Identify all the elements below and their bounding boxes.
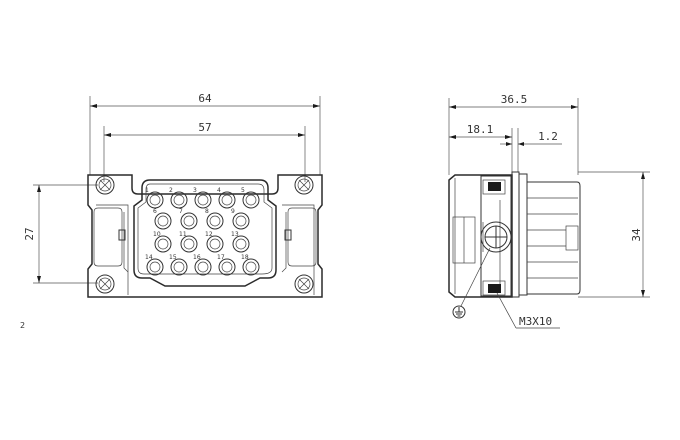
pin-7-inner [183, 215, 195, 227]
dimension-label-flange: 1.2 [538, 130, 558, 143]
locking-block-bottom [488, 284, 501, 293]
pin-label-14: 14 [145, 254, 153, 261]
dimension-hole-spacing: 57 [103, 121, 306, 182]
dimension-flange: 1.2 [500, 128, 562, 172]
pin-15-inner [173, 261, 185, 273]
side-body [448, 171, 528, 298]
pin-14 [146, 258, 164, 276]
pin-label-3: 3 [193, 187, 197, 194]
dimension-label-height: 27 [23, 227, 36, 240]
pin-16 [194, 258, 212, 276]
dimension-height: 27 [23, 184, 98, 284]
pin-9 [232, 212, 250, 230]
dimension-insert-depth: 18.1 [449, 123, 513, 172]
pin-3 [194, 191, 212, 209]
pin-label-11: 11 [179, 231, 187, 238]
pin-11-inner [183, 238, 195, 250]
mounting-screw-top-left [95, 175, 115, 195]
ground-screw [480, 221, 512, 253]
pin-label-2: 2 [169, 187, 173, 194]
ground-symbol [452, 247, 491, 319]
pin-7 [180, 212, 198, 230]
pin-label-10: 10 [153, 231, 161, 238]
locking-block-top [488, 182, 501, 191]
dimension-label-hole-spacing: 57 [198, 121, 211, 134]
mounting-screw-top-right [294, 175, 314, 195]
pin-4 [218, 191, 236, 209]
pin-label-16: 16 [193, 254, 201, 261]
pin-label-8: 8 [205, 208, 209, 215]
stray-mark: 2 [20, 321, 25, 330]
pin-label-9: 9 [231, 208, 235, 215]
pin-13 [232, 235, 250, 253]
pin-3-inner [197, 194, 209, 206]
housing-outline [87, 174, 323, 298]
pin-label-6: 6 [153, 208, 157, 215]
pin-6 [154, 212, 172, 230]
screw-leader: M3X10 [496, 292, 560, 329]
pin-4-inner [221, 194, 233, 206]
dimension-overall-width: 64 [89, 92, 321, 175]
pin-label-5: 5 [241, 187, 245, 194]
pin-6-inner [157, 215, 169, 227]
pin-12-inner [209, 238, 221, 250]
pin-label-4: 4 [217, 187, 221, 194]
mounting-screw-bottom-left [95, 274, 115, 294]
pin-17 [218, 258, 236, 276]
dimension-label-overall-depth: 36.5 [501, 93, 528, 106]
pin-10 [154, 235, 172, 253]
pin-9-inner [235, 215, 247, 227]
side-insert [527, 181, 581, 295]
pin-1 [146, 191, 164, 209]
pin-14-inner [149, 261, 161, 273]
pin-label-1: 1 [145, 187, 149, 194]
pin-8-inner [209, 215, 221, 227]
dimension-label-side-height: 34 [630, 228, 643, 242]
pin-12 [206, 235, 224, 253]
pin-label-13: 13 [231, 231, 239, 238]
pin-label-7: 7 [179, 208, 183, 215]
insert-outline [133, 179, 277, 287]
pin-8 [206, 212, 224, 230]
pin-1-inner [149, 194, 161, 206]
dimension-label-overall-width: 64 [198, 92, 212, 105]
pin-15 [170, 258, 188, 276]
pin-label-12: 12 [205, 231, 213, 238]
pin-13-inner [235, 238, 247, 250]
front-view: 64 57 27 [20, 92, 323, 330]
mounting-screw-bottom-right [294, 274, 314, 294]
pin-label-18: 18 [241, 254, 249, 261]
screw-label: M3X10 [519, 315, 552, 328]
pin-label-15: 15 [169, 254, 177, 261]
pin-5-inner [245, 194, 257, 206]
dimension-side-height: 34 [578, 171, 650, 298]
pin-2-inner [173, 194, 185, 206]
pin-16-inner [197, 261, 209, 273]
pin-10-inner [157, 238, 169, 250]
dimension-overall-depth: 36.5 [448, 93, 579, 175]
pin-11 [180, 235, 198, 253]
pin-2 [170, 191, 188, 209]
pin-18 [242, 258, 260, 276]
pin-18-inner [245, 261, 257, 273]
pin-label-17: 17 [217, 254, 225, 261]
side-view: 36.5 18.1 1.2 34 [448, 93, 650, 329]
dimension-label-insert-depth: 18.1 [467, 123, 494, 136]
pin-5 [242, 191, 260, 209]
pin-17-inner [221, 261, 233, 273]
